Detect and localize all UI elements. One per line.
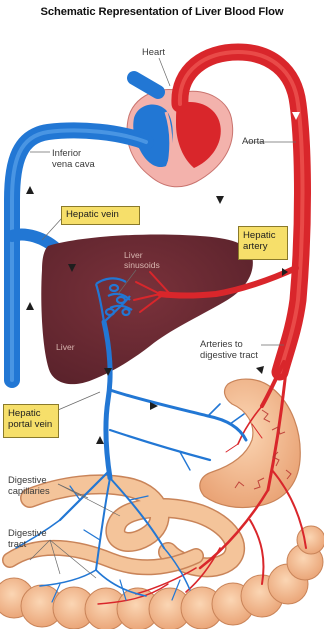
digestive-capillaries-label-line1: Digestive bbox=[8, 475, 50, 486]
diagram-title: Schematic Representation of Liver Blood … bbox=[0, 6, 324, 18]
arteries-label-line2: digestive tract bbox=[200, 350, 258, 361]
hepatic-vein-label: Hepatic vein bbox=[61, 206, 140, 225]
inferior-vena-cava-label-line2: vena cava bbox=[52, 159, 95, 170]
hepatic-portal-vein-label: Hepatic portal vein bbox=[3, 404, 59, 438]
pulmonary-vessel bbox=[134, 78, 158, 92]
digestive-capillaries-label: Digestive capillaries bbox=[8, 475, 50, 496]
hepatic-artery-label-line1: Hepatic bbox=[243, 230, 283, 241]
digestive-tract-label-line2: tract bbox=[8, 539, 47, 550]
hepatic-artery-label-line2: artery bbox=[243, 241, 283, 252]
heart-label-text: Heart bbox=[142, 46, 165, 57]
inferior-vena-cava-label: Inferior vena cava bbox=[52, 148, 95, 169]
hepatic-artery-label: Hepatic artery bbox=[238, 226, 288, 260]
aorta-label-text: Aorta bbox=[242, 135, 264, 146]
liver-sinusoids-label-line2: sinusoids bbox=[124, 261, 160, 271]
digestive-tract-label: Digestive tract bbox=[8, 528, 47, 549]
liver-sinusoids-label: Liver sinusoids bbox=[124, 251, 160, 270]
digestive-capillaries-label-line2: capillaries bbox=[8, 486, 50, 497]
hepatic-vein-label-text: Hepatic vein bbox=[66, 209, 135, 220]
arteries-to-digestive-tract-label: Arteries to digestive tract bbox=[200, 339, 258, 360]
liver-label: Liver bbox=[56, 343, 75, 353]
heart-label: Heart bbox=[142, 47, 165, 58]
digestive-tract-label-line1: Digestive bbox=[8, 528, 47, 539]
small-intestine bbox=[10, 484, 235, 567]
hepatic-portal-vein-label-line1: Hepatic bbox=[8, 408, 54, 419]
arteries-label-line1: Arteries to bbox=[200, 339, 258, 350]
liver-label-text: Liver bbox=[56, 342, 75, 352]
hepatic-portal-vein-label-line2: portal vein bbox=[8, 419, 54, 430]
aorta-label: Aorta bbox=[242, 136, 264, 147]
inferior-vena-cava-label-line1: Inferior bbox=[52, 148, 95, 159]
